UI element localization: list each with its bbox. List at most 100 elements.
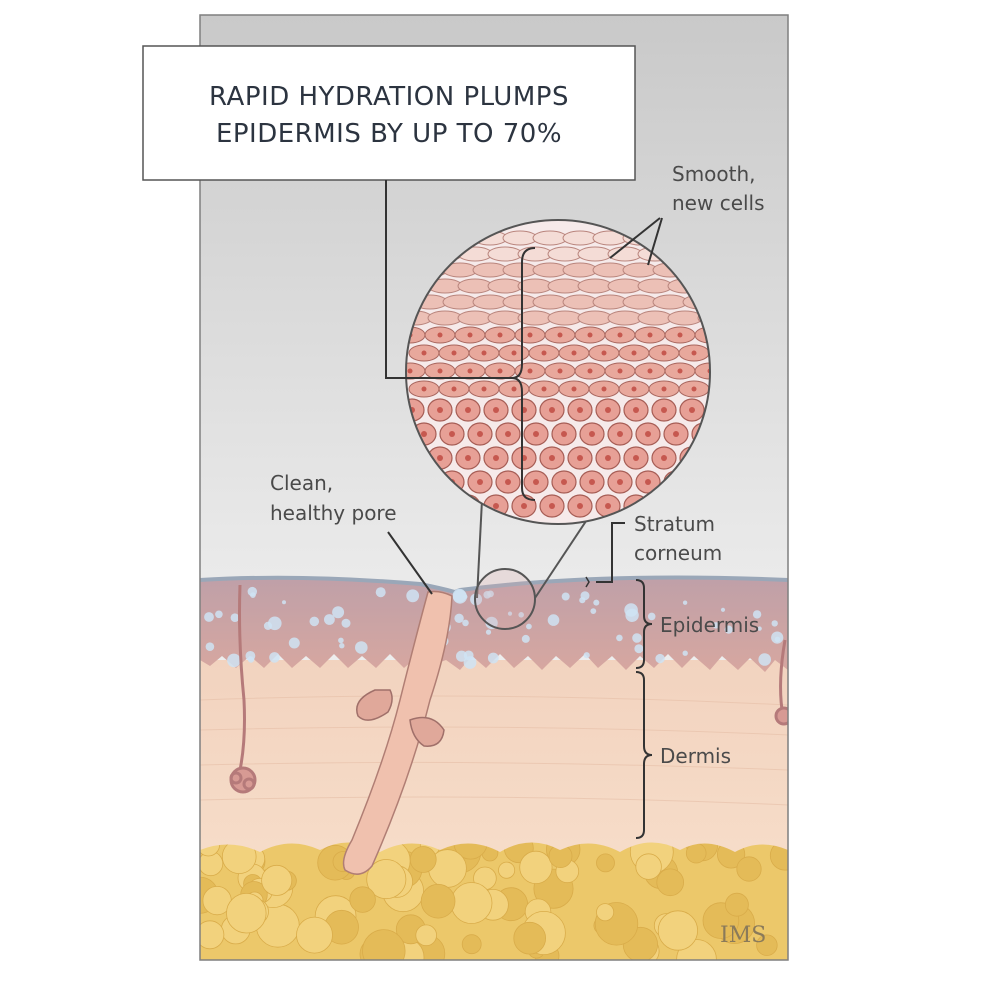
cell-nucleus [561, 479, 567, 485]
cell-nucleus [589, 479, 595, 485]
flat-cell [487, 278, 523, 294]
cell-nucleus [617, 479, 623, 485]
cell-nucleus [661, 386, 667, 392]
dermis-annotation: Dermis [635, 671, 731, 839]
droplet [454, 613, 464, 623]
cell-nucleus [533, 431, 539, 437]
droplet [647, 612, 656, 621]
fat-cell [226, 893, 267, 934]
fat-cell [657, 910, 699, 951]
flat-cell [442, 294, 478, 310]
fat-cell [725, 892, 749, 917]
pore-annotation: Clean, healthy pore [270, 471, 433, 595]
fat-cell [349, 886, 376, 913]
fat-cell [756, 934, 778, 956]
cell-nucleus [561, 431, 567, 437]
cell-nucleus [677, 332, 683, 338]
droplet [483, 591, 492, 599]
droplet [655, 653, 665, 664]
droplet [634, 644, 644, 654]
flat-cell [472, 262, 508, 278]
droplet [682, 650, 688, 656]
stratum-label-2: corneum [634, 541, 722, 565]
cell-nucleus [421, 386, 427, 392]
cell-nucleus [421, 431, 427, 437]
droplet [288, 637, 300, 649]
epidermis-annotation: Epidermis [635, 579, 759, 669]
cell-nucleus [661, 350, 667, 356]
droplet [774, 636, 781, 643]
flat-cell [562, 230, 598, 246]
cell-nucleus [541, 386, 547, 392]
cell-nucleus [477, 431, 483, 437]
cell-nucleus [437, 368, 443, 374]
droplet [583, 652, 590, 659]
fat-cell [362, 929, 406, 960]
droplet [720, 607, 726, 612]
flat-cell [577, 278, 613, 294]
cell-nucleus [477, 479, 483, 485]
cell-nucleus [647, 368, 653, 374]
droplet [332, 606, 345, 619]
droplet [724, 625, 733, 634]
flat-cell [637, 310, 673, 326]
fat-cell [656, 868, 684, 897]
title-line-1: RAPID HYDRATION PLUMPS [209, 82, 569, 112]
flat-cell [562, 294, 598, 310]
pore-label-2: healthy pore [270, 501, 397, 525]
dermis-label: Dermis [660, 744, 731, 768]
cell-nucleus [631, 350, 637, 356]
cell-nucleus [577, 455, 583, 461]
cell-nucleus [617, 431, 623, 437]
cell-nucleus [707, 368, 710, 374]
droplet [758, 653, 771, 666]
cell-nucleus [587, 368, 593, 374]
droplet [250, 592, 256, 598]
cell-nucleus [497, 332, 503, 338]
title-box: RAPID HYDRATION PLUMPS EPIDERMIS BY UP T… [142, 45, 636, 181]
droplet [616, 634, 623, 642]
cell-nucleus [505, 479, 511, 485]
flat-cell [532, 230, 568, 246]
droplet [485, 616, 498, 630]
cell-nucleus [601, 386, 607, 392]
cell-nucleus [437, 407, 443, 413]
flat-cell [547, 246, 583, 262]
cell-nucleus [571, 386, 577, 392]
flat-cell [577, 246, 613, 262]
flat-cell [562, 262, 598, 278]
dermis-fibers [200, 695, 788, 806]
cell-nucleus [407, 368, 413, 374]
smooth-cells-label-2: new cells [672, 191, 765, 215]
fat-cell [635, 853, 662, 880]
droplet [462, 619, 469, 627]
droplet [547, 614, 560, 626]
cell-nucleus [689, 407, 695, 413]
flat-cell [532, 262, 568, 278]
flat-cell [607, 246, 643, 262]
droplet [712, 622, 720, 629]
stratum-annotation: Stratum corneum [585, 512, 722, 588]
cell-nucleus [467, 368, 473, 374]
cell-nucleus [673, 431, 679, 437]
fat-cell [261, 864, 293, 896]
fat-cell [296, 916, 333, 954]
droplet [230, 613, 240, 622]
flat-cell [547, 278, 583, 294]
cell [694, 362, 710, 380]
cell-nucleus [661, 407, 667, 413]
cell-nucleus [605, 455, 611, 461]
cell-nucleus [521, 503, 527, 509]
droplet [752, 610, 762, 619]
droplet [518, 612, 524, 618]
fat-cell [736, 856, 762, 882]
flat-cell [502, 294, 538, 310]
flat-cell [622, 294, 658, 310]
cell-nucleus [493, 407, 499, 413]
cell-nucleus [527, 368, 533, 374]
cell-nucleus [691, 386, 697, 392]
dermis-layer [200, 660, 788, 852]
flat-cell [457, 278, 493, 294]
fat-cell [366, 859, 407, 900]
droplet [215, 610, 223, 619]
